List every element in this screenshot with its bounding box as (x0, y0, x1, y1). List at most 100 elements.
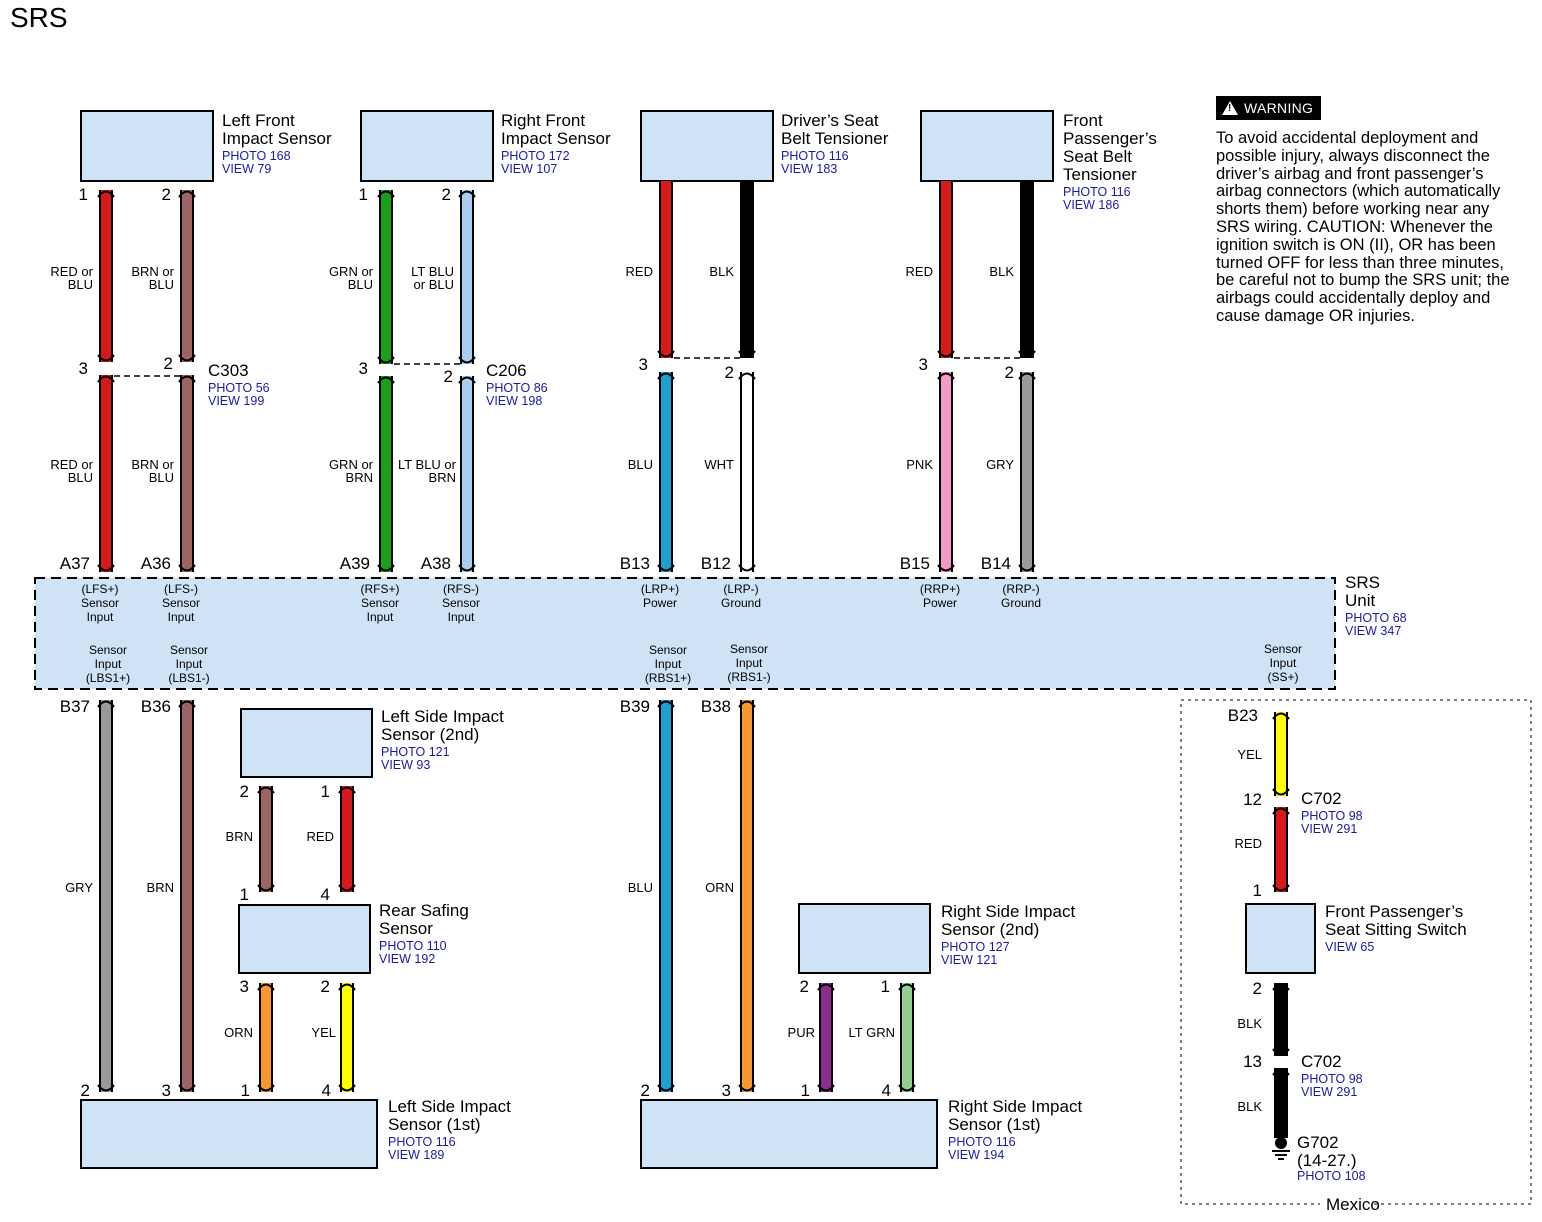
wire-rs2-ltgrn-core (902, 983, 912, 1092)
wire-fpsbt-plus-upper-core (941, 181, 951, 358)
pin-number: 2 (1253, 979, 1262, 998)
srs-pin-number: B37 (60, 697, 90, 716)
terminal-mark (338, 884, 356, 892)
component-box-rss (238, 904, 371, 974)
wire-label: RED (626, 264, 653, 279)
wire-label: RED (906, 264, 933, 279)
wire-rf-minus-upper-core (462, 190, 472, 364)
terminal-mark (97, 564, 115, 572)
pin-number: 3 (79, 359, 88, 378)
srs-pin-label: (RBS1-) (727, 670, 770, 684)
mexico-label-bg (1320, 1194, 1372, 1210)
photo-ref: PHOTO 98 (1301, 1072, 1363, 1086)
terminal-mark (738, 350, 756, 358)
wire-label: YEL (311, 1025, 336, 1040)
terminal-mark (657, 372, 675, 380)
component-name: Unit (1345, 591, 1376, 610)
terminal-mark (97, 1084, 115, 1092)
srs-pin-label: (LFS+) (81, 582, 118, 596)
wire-dsbt-minus-upper-core (742, 181, 752, 358)
terminal-mark (898, 983, 916, 991)
terminal-mark (97, 190, 115, 198)
wire-rf-plus-lower-core (381, 376, 391, 572)
view-ref: VIEW 121 (941, 953, 997, 967)
terminal-mark (257, 1084, 275, 1092)
terminal-mark (178, 354, 196, 362)
photo-ref: PHOTO 172 (501, 149, 570, 163)
terminal-mark (738, 372, 756, 380)
terminal-mark (1018, 564, 1036, 572)
view-ref: VIEW 93 (381, 758, 430, 772)
wire-fpss-blk1-core (1276, 983, 1286, 1056)
component-name: Front (1063, 111, 1103, 130)
terminal-mark (1272, 884, 1290, 892)
pin-number: 1 (240, 885, 249, 904)
page-title: SRS (10, 2, 68, 33)
mexico-label: Mexico (1326, 1195, 1380, 1214)
wire-label: PNK (906, 457, 933, 472)
component-box-lf (80, 110, 214, 182)
wire-b23-yel-core (1276, 712, 1286, 796)
wire-fpss-blk2-core (1276, 1068, 1286, 1138)
wire-rf-plus-upper-core (381, 190, 391, 364)
terminal-mark (458, 190, 476, 198)
wire-label: LT BLU or (398, 457, 457, 472)
srs-pin-label: Sensor (361, 596, 399, 610)
terminal-mark (1272, 712, 1290, 720)
wire-b39-core (661, 700, 671, 1092)
component-name: Passenger’s (1063, 129, 1157, 148)
srs-pin-label: Sensor (1264, 642, 1302, 656)
wire-label: LT BLU (411, 264, 454, 279)
srs-pin-label: Sensor (442, 596, 480, 610)
wire-label: BLU (628, 880, 653, 895)
srs-pin-label: Input (655, 657, 682, 671)
photo-ref: PHOTO 98 (1301, 809, 1363, 823)
terminal-mark (1272, 983, 1290, 991)
warning-badge-label: WARNING (1244, 100, 1314, 116)
srs-pin-label: Ground (721, 596, 761, 610)
wire-lf-minus-upper-core (182, 190, 192, 362)
terminal-mark (97, 700, 115, 708)
component-box-fpss (1245, 903, 1316, 974)
component-name: Left Side Impact (388, 1097, 511, 1116)
terminal-mark (657, 564, 675, 572)
wire-label: ORN (224, 1025, 253, 1040)
srs-pin-label: (RRP-) (1002, 582, 1039, 596)
warning-triangle-icon (1222, 101, 1238, 115)
terminal-mark (738, 564, 756, 572)
warning-text: To avoid accidental deployment and possi… (1216, 129, 1510, 325)
component-name: Left Side Impact (381, 707, 504, 726)
photo-ref: PHOTO 168 (222, 149, 291, 163)
terminal-mark (257, 884, 275, 892)
pin-number: 3 (919, 355, 928, 374)
wire-label: BLU (68, 277, 93, 292)
connector-name: C702 (1301, 1052, 1342, 1071)
srs-pin-label: Input (95, 657, 122, 671)
pin-number: 1 (801, 1081, 810, 1100)
wire-label: BLK (1237, 1016, 1262, 1031)
component-box-rs2 (798, 903, 931, 974)
pin-number: 2 (444, 367, 453, 386)
terminal-mark (657, 700, 675, 708)
component-box-ls1 (80, 1099, 378, 1169)
photo-ref: PHOTO 86 (486, 381, 548, 395)
photo-ref: PHOTO 68 (1345, 611, 1407, 625)
view-ref: VIEW 199 (208, 394, 264, 408)
wire-label: BLU (149, 470, 174, 485)
photo-ref: PHOTO 56 (208, 381, 270, 395)
srs-pin-number: A39 (340, 554, 370, 573)
view-ref: VIEW 198 (486, 394, 542, 408)
terminal-mark (937, 350, 955, 358)
wire-dsbt-minus-lower-core (742, 372, 752, 572)
terminal-mark (178, 1084, 196, 1092)
terminal-mark (1272, 788, 1290, 796)
view-ref: VIEW 79 (222, 162, 271, 176)
photo-ref: PHOTO 116 (388, 1135, 456, 1149)
component-box-rf (360, 110, 494, 182)
pin-number: 2 (442, 185, 451, 204)
srs-pin-label: Sensor (649, 643, 687, 657)
terminal-mark (178, 190, 196, 198)
component-name: Right Front (501, 111, 585, 130)
warning-panel: WARNING To avoid accidental deployment a… (1216, 96, 1516, 326)
srs-pin-number: B14 (981, 554, 1011, 573)
